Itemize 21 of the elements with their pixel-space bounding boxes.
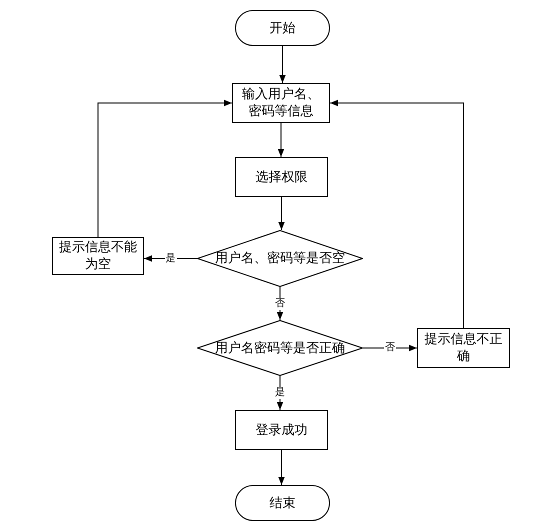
decision-diamond: 用户名密码等是否正确 [197,320,363,376]
arrow [362,344,418,352]
edge-label: 否 [384,342,396,354]
edge-label: 是 [164,252,176,264]
arrow [279,46,286,84]
terminal-shape: 结束 [235,485,330,521]
arrow [98,100,232,238]
arrow [144,255,198,262]
arrow [278,196,285,230]
arrow [278,450,285,486]
arrow [278,122,284,158]
decision-diamond: 用户名、密码等是否空 [197,230,363,287]
arrow [330,100,464,328]
process-box: 登录成功 [235,410,328,450]
process-box: 选择权限 [235,157,328,197]
process-box: 提示信息不能为空 [52,237,144,275]
terminal-shape: 开始 [235,10,330,46]
edge-label: 是 [274,387,286,399]
process-box: 提示信息不正确 [417,328,510,368]
process-box: 输入用户名、密码等信息 [232,83,330,123]
edge-label: 否 [274,298,286,310]
